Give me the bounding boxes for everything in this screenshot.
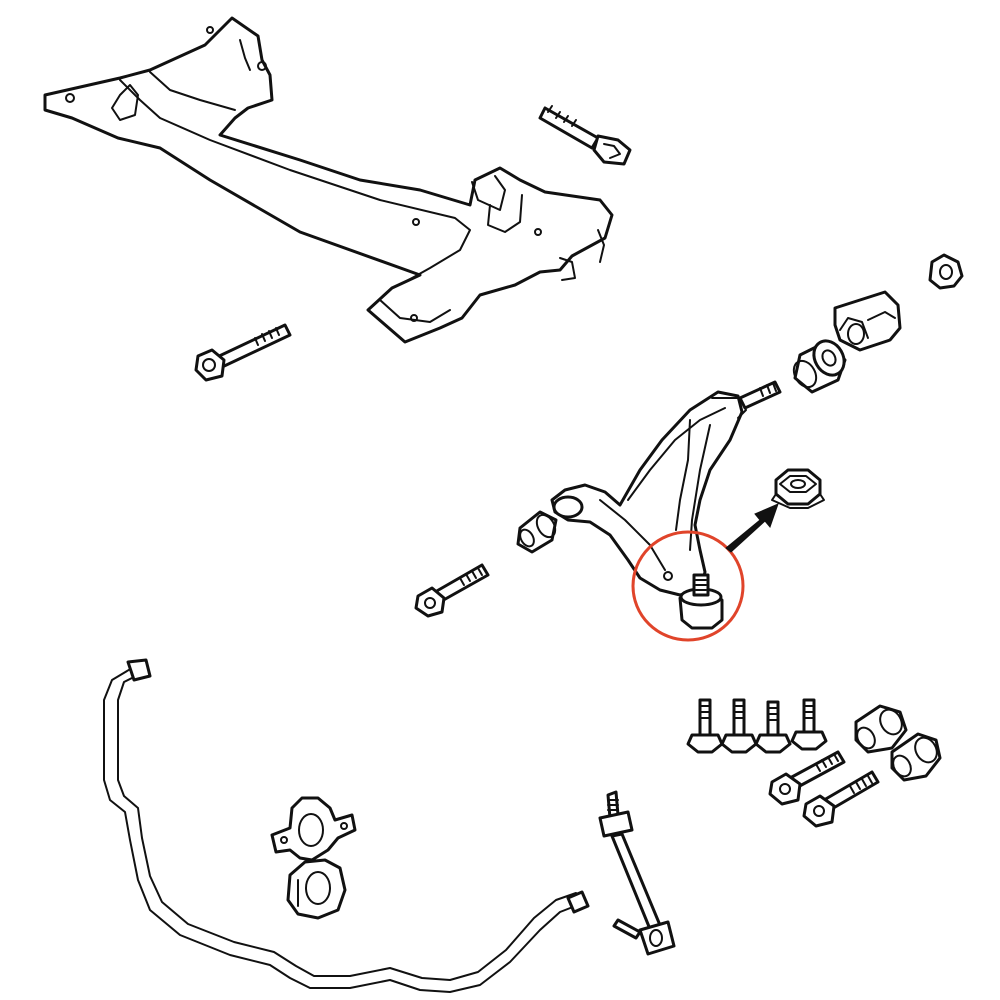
- stabilizer-bushing: [286, 858, 347, 920]
- bolt-1: [686, 698, 724, 754]
- bushing-pair: [854, 704, 942, 782]
- subframe-bolt-left: [194, 323, 292, 382]
- bolt-set: [686, 698, 880, 828]
- ball-joint: [678, 573, 724, 630]
- highlight-circle: [631, 530, 745, 642]
- rear-bushing: [792, 339, 847, 394]
- front-bushing: [516, 510, 558, 554]
- bolt-5: [768, 750, 846, 806]
- bolt-3: [754, 700, 792, 754]
- stabilizer-link: [598, 790, 676, 956]
- stabilizer-bushing-bracket: [270, 796, 357, 862]
- stabilizer-bar: [103, 658, 590, 993]
- bolt-6: [802, 770, 880, 828]
- subframe-bolt-upper: [538, 105, 632, 166]
- lower-control-arm: [550, 390, 747, 597]
- bracket-nut: [928, 253, 964, 290]
- bolt-4: [790, 698, 828, 751]
- arrow: [725, 503, 779, 553]
- bushing-b: [890, 732, 942, 782]
- arm-pivot-bolt: [414, 563, 490, 618]
- ball-joint-nut: [771, 468, 825, 509]
- bushing-a: [854, 704, 908, 754]
- subframe-crossmember: [43, 16, 614, 344]
- arm-rear-stud: [738, 380, 782, 410]
- rear-bushing-bracket: [833, 290, 902, 352]
- bolt-2: [720, 698, 758, 754]
